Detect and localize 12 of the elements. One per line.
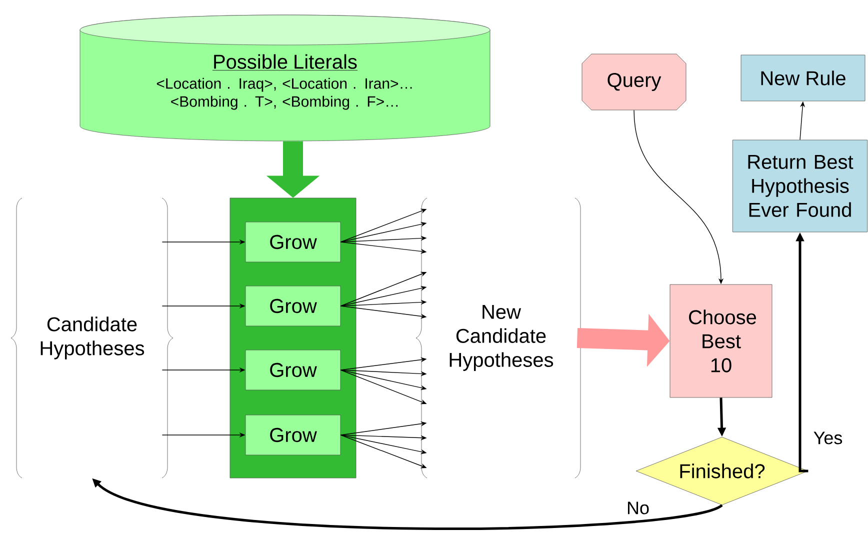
edge-label: Yes — [812, 430, 844, 446]
process-box: Grow — [245, 414, 341, 456]
result-box: New Rule — [740, 54, 866, 102]
query-box: Query — [582, 54, 686, 110]
process-box: Choose Best 10 — [670, 284, 772, 398]
process-box: Grow — [245, 350, 341, 390]
database-cylinder: Possible Literals <Location . Iraq>, <Location . Iran>… <Bombing . T>, <Bombing . F>… — [80, 14, 490, 142]
process-box: Grow — [245, 286, 341, 326]
hypotheses-set: New Candidate Hypotheses — [416, 198, 586, 478]
process-box: Return Best Hypothesis Ever Found — [732, 140, 868, 232]
hypotheses-set: Candidate Hypotheses — [10, 198, 174, 478]
process-box: Grow — [245, 222, 341, 262]
